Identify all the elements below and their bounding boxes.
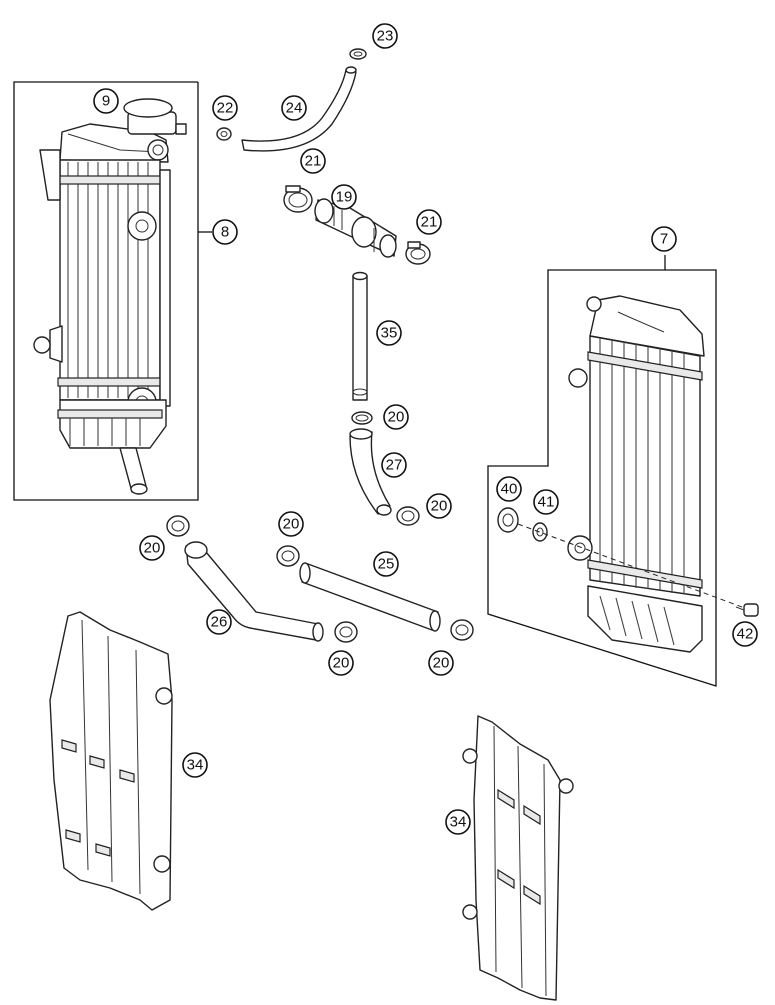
clamp-20-hose26-top[interactable] <box>166 515 190 537</box>
right-assembly-frame <box>487 255 717 687</box>
hose-25[interactable] <box>299 562 441 632</box>
callout-label: 41 <box>538 494 555 511</box>
callout-20-hose25-left: 20 <box>278 511 304 537</box>
callout-label: 20 <box>433 655 450 672</box>
left-radiator[interactable] <box>33 98 187 495</box>
clamp-20-hose25-right[interactable] <box>450 619 474 641</box>
callout-label: 20 <box>431 498 448 515</box>
callout-21-upper: 21 <box>300 148 326 174</box>
callout-label: 22 <box>217 100 234 117</box>
callout-label: 20 <box>388 409 405 426</box>
clamp-20-upper[interactable] <box>351 411 373 425</box>
callout-7: 7 <box>651 226 677 252</box>
callout-8: 8 <box>212 219 238 245</box>
callout-label: 34 <box>187 757 204 774</box>
callout-label: 20 <box>333 655 350 672</box>
callout-label: 9 <box>102 93 110 110</box>
callout-35: 35 <box>376 320 402 346</box>
callout-label: 21 <box>421 214 438 231</box>
callout-label: 21 <box>305 153 322 170</box>
callout-label: 7 <box>660 231 668 248</box>
callout-label: 26 <box>211 614 228 631</box>
clamp-20-mid[interactable] <box>396 506 420 526</box>
thermostat-housing-19[interactable] <box>314 198 397 258</box>
callout-label: 19 <box>336 189 353 206</box>
left-assembly-frame <box>13 81 212 501</box>
hose-26[interactable] <box>184 541 324 642</box>
hose-24[interactable] <box>241 66 357 152</box>
callout-27: 27 <box>381 452 407 478</box>
callout-20-hose25-right: 20 <box>428 650 454 676</box>
callout-25: 25 <box>373 551 399 577</box>
clamp-23[interactable] <box>349 48 367 60</box>
pipe-35[interactable] <box>352 271 368 401</box>
callout-label: 20 <box>144 540 161 557</box>
clamp-21-right[interactable] <box>405 241 431 265</box>
callout-19: 19 <box>331 184 357 210</box>
clamp-20-hose26-bottom[interactable] <box>334 621 358 643</box>
callout-label: 8 <box>221 224 229 241</box>
callout-label: 27 <box>386 457 403 474</box>
callout-22: 22 <box>212 95 238 121</box>
callout-label: 34 <box>450 814 467 831</box>
grommet-40[interactable] <box>497 507 519 533</box>
hose-27[interactable] <box>349 428 392 516</box>
callout-9: 9 <box>93 88 119 114</box>
callout-label: 23 <box>377 28 394 45</box>
callout-20-upper: 20 <box>383 404 409 430</box>
callout-42: 42 <box>732 621 758 647</box>
screw-42[interactable] <box>735 603 759 617</box>
callout-20-hose26-bottom: 20 <box>328 650 354 676</box>
callout-label: 24 <box>286 100 303 117</box>
clamp-22[interactable] <box>216 127 232 141</box>
callout-20-mid: 20 <box>426 493 452 519</box>
callout-40: 40 <box>496 476 522 502</box>
clamp-20-hose25-left[interactable] <box>276 545 300 567</box>
callout-label: 25 <box>378 556 395 573</box>
callout-26: 26 <box>206 609 232 635</box>
callout-label: 35 <box>381 325 398 342</box>
clamp-21-left[interactable] <box>283 185 313 213</box>
radiator-shroud-right[interactable] <box>462 715 574 1001</box>
callout-24: 24 <box>281 95 307 121</box>
callout-label: 20 <box>283 516 300 533</box>
radiator-shroud-left[interactable] <box>49 611 173 911</box>
callout-20-hose26-top: 20 <box>139 535 165 561</box>
right-radiator[interactable] <box>567 295 705 653</box>
washer-41[interactable] <box>532 522 548 542</box>
callout-34-left: 34 <box>182 752 208 778</box>
callout-23: 23 <box>372 23 398 49</box>
callout-label: 40 <box>501 481 518 498</box>
callout-label: 42 <box>737 626 754 643</box>
callout-34-right: 34 <box>445 809 471 835</box>
callout-41: 41 <box>533 489 559 515</box>
callout-21-right: 21 <box>416 209 442 235</box>
